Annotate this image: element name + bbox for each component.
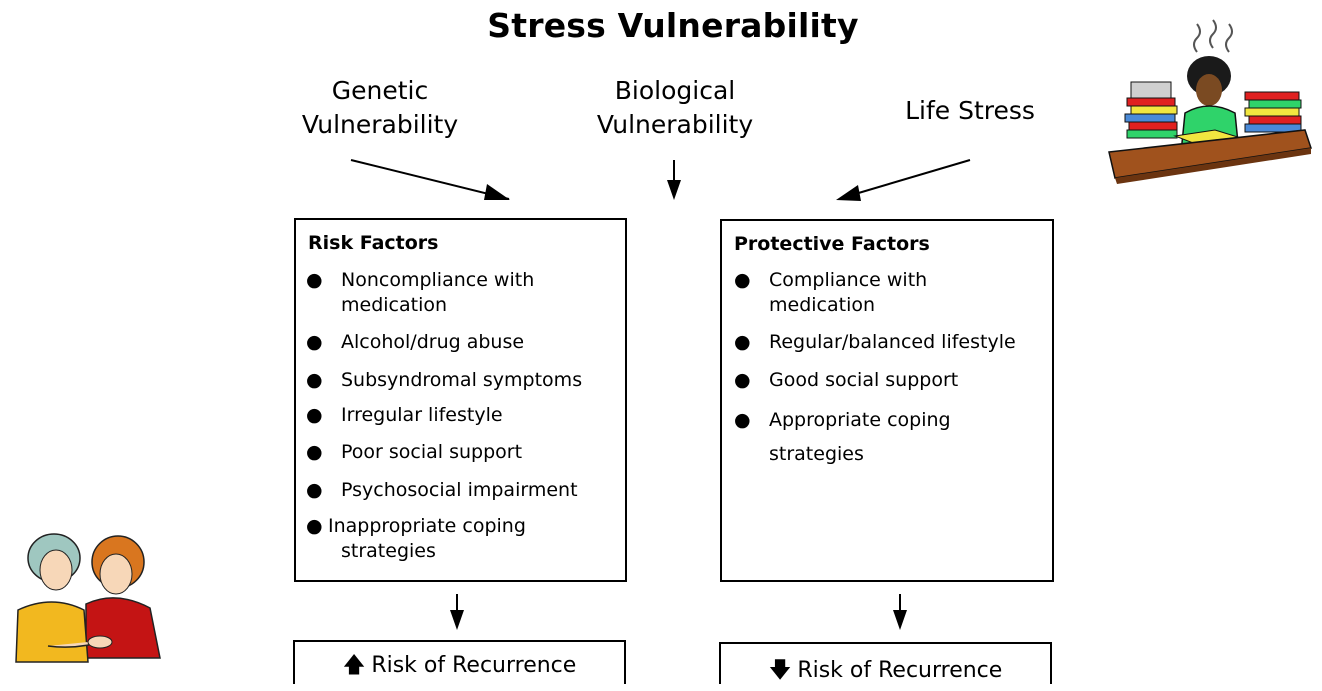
risk-item: ● Noncompliance with medication: [306, 268, 534, 318]
bullet-icon: ●: [734, 369, 751, 391]
risk-item: ● Subsyndromal symptoms: [306, 368, 582, 393]
arrowhead-risk-result: [450, 610, 464, 630]
life-stress-label: Life Stress: [905, 96, 1035, 125]
genetic-label-line1: Genetic: [331, 76, 429, 105]
risk-item-text-line1: Noncompliance with: [341, 269, 535, 291]
arrowhead-genetic: [484, 184, 510, 200]
arrow-genetic-to-risk: [350, 159, 510, 200]
protective-factors-box: Protective Factors ● Compliance with med…: [720, 219, 1054, 582]
risk-item-text: Poor social support: [341, 441, 523, 463]
biological-label-line1: Biological: [614, 76, 736, 105]
protective-item-text: Regular/balanced lifestyle: [769, 331, 1016, 353]
bullet-icon: ●: [734, 331, 751, 353]
protective-item-text-line2: strategies: [769, 443, 864, 465]
bullet-icon: ●: [734, 409, 751, 431]
risk-item-text: Psychosocial impairment: [341, 479, 578, 501]
risk-factors-heading: Risk Factors: [308, 232, 439, 254]
bullet-icon: ●: [306, 404, 323, 426]
risk-item-text: Alcohol/drug abuse: [341, 331, 525, 353]
arrowhead-biological: [667, 180, 681, 200]
protective-item: ● Good social support: [734, 368, 958, 393]
arrow-life-to-protective: [844, 159, 971, 198]
protective-item-text: Good social support: [769, 369, 959, 391]
risk-item-text-line2: strategies: [341, 540, 436, 562]
bullet-icon: ●: [306, 441, 323, 463]
bullet-icon: ●: [306, 269, 323, 291]
arrowhead-protective-result: [893, 610, 907, 630]
protective-item-text-line2: medication: [769, 294, 876, 316]
genetic-vulnerability-label: Genetic Vulnerability: [290, 74, 470, 142]
arrowhead-life: [836, 185, 861, 201]
risk-item-text: Irregular lifestyle: [341, 404, 503, 426]
bullet-icon: ●: [734, 269, 751, 291]
protective-factors-heading: Protective Factors: [734, 233, 930, 255]
bullet-icon: ●: [306, 515, 323, 537]
protective-item: ● Compliance with medication: [734, 268, 927, 318]
page-title: Stress Vulnerability: [487, 6, 859, 45]
risk-item: ● Psychosocial impairment: [306, 478, 578, 503]
genetic-label-line2: Vulnerability: [301, 110, 459, 139]
risk-item: ● Alcohol/drug abuse: [306, 330, 524, 355]
risk-item-text-line1: Inappropriate coping: [328, 515, 526, 537]
risk-item: ● Poor social support: [306, 440, 522, 465]
decreased-risk-label: Risk of Recurrence: [797, 658, 1003, 683]
increased-risk-label: Risk of Recurrence: [371, 653, 577, 678]
risk-item: ● Irregular lifestyle: [306, 403, 503, 428]
increased-risk-box: 🡅Risk of Recurrence: [293, 640, 626, 684]
bullet-icon: ●: [306, 369, 323, 391]
bullet-icon: ●: [306, 479, 323, 501]
protective-item: ● Appropriate coping strategies: [734, 403, 951, 471]
protective-item-text-line1: Appropriate coping: [769, 409, 951, 431]
protective-item-text-line1: Compliance with: [769, 269, 928, 291]
two-friends-icon: [15, 533, 161, 663]
arrow-up-icon: 🡅: [342, 653, 366, 678]
biological-vulnerability-label: Biological Vulnerability: [580, 74, 770, 142]
protective-item: ● Regular/balanced lifestyle: [734, 330, 1016, 355]
decreased-risk-box: 🡇Risk of Recurrence: [719, 642, 1052, 684]
risk-factors-box: Risk Factors ● Noncompliance with medica…: [294, 218, 627, 582]
risk-item: ● Inappropriate coping strategies: [306, 514, 526, 564]
risk-item-text: Subsyndromal symptoms: [341, 369, 583, 391]
biological-label-line2: Vulnerability: [596, 110, 754, 139]
arrow-down-icon: 🡇: [768, 658, 792, 683]
stressed-person-icon: [1108, 19, 1312, 184]
risk-item-text-line2: medication: [341, 294, 448, 316]
bullet-icon: ●: [306, 331, 323, 353]
